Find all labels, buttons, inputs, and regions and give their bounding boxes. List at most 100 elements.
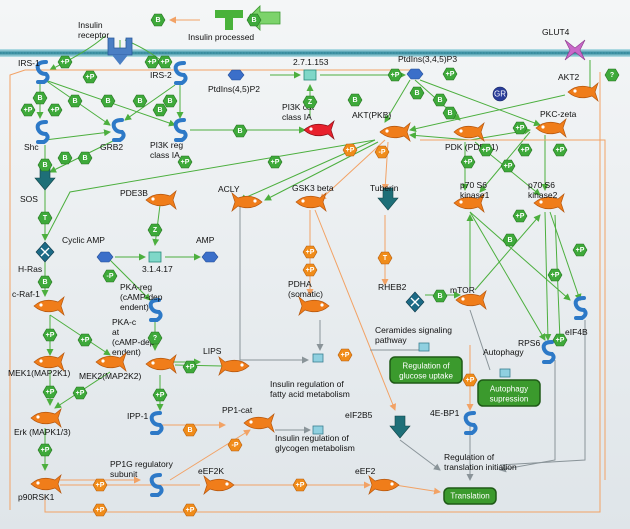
mtor-kinase-icon[interactable] [455, 289, 487, 311]
badge-unknown-42: ? [147, 331, 163, 345]
pde3b-kinase-icon[interactable] [145, 189, 177, 211]
translation-box[interactable]: Translation [443, 487, 497, 505]
svg-text:+P: +P [271, 159, 280, 166]
amp-molecule-icon[interactable] [201, 251, 219, 263]
pkc-zeta-kinase-icon[interactable] [535, 117, 567, 139]
pi3k-reg-protein-icon[interactable] [173, 118, 188, 142]
eif2b5-icon[interactable] [389, 415, 411, 439]
edge-p70s6k1-rps6 [469, 211, 546, 341]
gsk3-kinase-icon[interactable] [295, 191, 327, 213]
p70s6k2-kinase-icon[interactable] [533, 192, 565, 214]
eef2k-kinase-icon[interactable] [203, 474, 235, 496]
glycogen-process-icon[interactable] [312, 425, 324, 435]
edge-mtor-p70s6k2 [474, 214, 541, 291]
svg-text:+P: +P [551, 272, 560, 279]
p90rsk1-kinase-icon[interactable] [30, 473, 62, 495]
svg-text:+P: +P [41, 447, 50, 454]
ptdins45p2-molecule-icon[interactable] [227, 69, 245, 81]
svg-text:+P: +P [466, 377, 475, 384]
svg-text:+P: +P [46, 389, 55, 396]
svg-text:Z: Z [308, 99, 313, 106]
badge-binding-28: B [37, 158, 53, 172]
badge-plus_p-19: +P [512, 121, 528, 135]
translation-box-text: Translation [450, 492, 489, 501]
grb2-protein-icon[interactable] [111, 118, 126, 142]
svg-text:B: B [42, 279, 47, 286]
gr-icon[interactable]: GR [492, 86, 508, 102]
badge-plus_p-59: +P [462, 373, 478, 387]
hras-gtpase-icon[interactable] [35, 241, 55, 263]
glucose-uptake-box[interactable]: Regulation of glucose uptake [389, 356, 463, 384]
akt2-kinase-icon[interactable] [567, 81, 599, 103]
ceramides-process-icon[interactable] [418, 342, 430, 352]
svg-text:?: ? [610, 72, 614, 79]
badge-plus_p-22: +P [500, 159, 516, 173]
insulin-receptor-label: Insulin receptor [78, 20, 109, 40]
pp1g-protein-icon[interactable] [149, 473, 164, 497]
rheb2-gtpase-icon[interactable] [405, 291, 425, 313]
sos-icon[interactable] [34, 167, 56, 191]
insulin-processed-label: Insulin processed [188, 32, 254, 42]
pi3k-cat-kinase-icon[interactable] [303, 119, 335, 141]
svg-text:+P: +P [24, 107, 33, 114]
lips-label: LIPS [203, 346, 222, 356]
badge-plus_p-54: +P [37, 443, 53, 457]
edge-mtor-autophagy [469, 309, 491, 371]
badge-binding-6: B [32, 91, 48, 105]
enzyme-27-icon[interactable] [303, 69, 317, 81]
autophagy-suppression-box[interactable]: Autophagy supression [477, 379, 541, 407]
fatty-acid-process-icon[interactable] [312, 353, 324, 363]
lips-kinase-icon[interactable] [218, 355, 250, 377]
rps6-protein-icon[interactable] [541, 340, 556, 364]
eif4b-label: eIF4B [565, 327, 588, 337]
pdk-kinase-icon[interactable] [453, 121, 485, 143]
eef2-label: eEF2 [355, 466, 376, 476]
svg-text:B: B [187, 427, 192, 434]
svg-text:B: B [137, 98, 142, 105]
tuberin-icon[interactable] [377, 187, 399, 211]
irs1-label: IRS-1 [18, 58, 40, 68]
badge-plus_p-21: +P [517, 143, 533, 157]
eef2k-label: eEF2K [198, 466, 224, 476]
badge-unknown-26: ? [604, 68, 620, 82]
badge-plus_p-52: +P [182, 360, 198, 374]
edge-gsk3-eif2b5 [314, 209, 397, 411]
mek2-kinase-icon[interactable] [95, 351, 127, 373]
p70s6k1-kinase-icon[interactable] [453, 192, 485, 214]
pka-reg-protein-icon[interactable] [148, 298, 163, 322]
eef2-kinase-icon[interactable] [368, 474, 400, 496]
mek1-kinase-icon[interactable] [33, 351, 65, 373]
akt-pkb-kinase-icon[interactable] [379, 121, 411, 143]
edge-pp1g-pp1cat [169, 429, 251, 481]
autophagy-process-icon[interactable] [499, 368, 511, 378]
pp1-cat-kinase-icon[interactable] [243, 412, 275, 434]
badge-plus_p-49: +P [77, 333, 93, 347]
ptdins345p3-molecule-icon[interactable] [406, 68, 424, 80]
edge-left-loop [9, 69, 26, 510]
enzyme-27-label: 2.7.1.153 [293, 57, 329, 67]
pkac-kinase-icon[interactable] [145, 353, 177, 375]
badge-binding-7: B [67, 94, 83, 108]
insulin-receptor-icon[interactable] [107, 37, 133, 65]
svg-text:+P: +P [51, 107, 60, 114]
badge-minus_p-35: -P [374, 145, 390, 159]
enzyme-31-icon[interactable] [148, 251, 162, 263]
amp-label: AMP [196, 235, 215, 245]
pdha-kinase-icon[interactable] [298, 295, 330, 317]
ipp1-protein-icon[interactable] [149, 411, 164, 435]
irs2-protein-icon[interactable] [173, 61, 188, 85]
shc-protein-icon[interactable] [35, 120, 50, 144]
acly-kinase-icon[interactable] [231, 191, 263, 213]
eif4b-protein-icon[interactable] [573, 296, 588, 320]
svg-text:B: B [251, 17, 256, 24]
ebp1-protein-icon[interactable] [463, 411, 478, 435]
craf-kinase-icon[interactable] [33, 295, 65, 317]
svg-text:+P: +P [516, 125, 525, 132]
cyclic-amp-molecule-icon[interactable] [96, 251, 114, 263]
erk-kinase-icon[interactable] [30, 407, 62, 429]
irs1-protein-icon[interactable] [35, 60, 50, 84]
svg-text:B: B [237, 128, 242, 135]
glut4-transporter-icon[interactable] [564, 39, 586, 61]
